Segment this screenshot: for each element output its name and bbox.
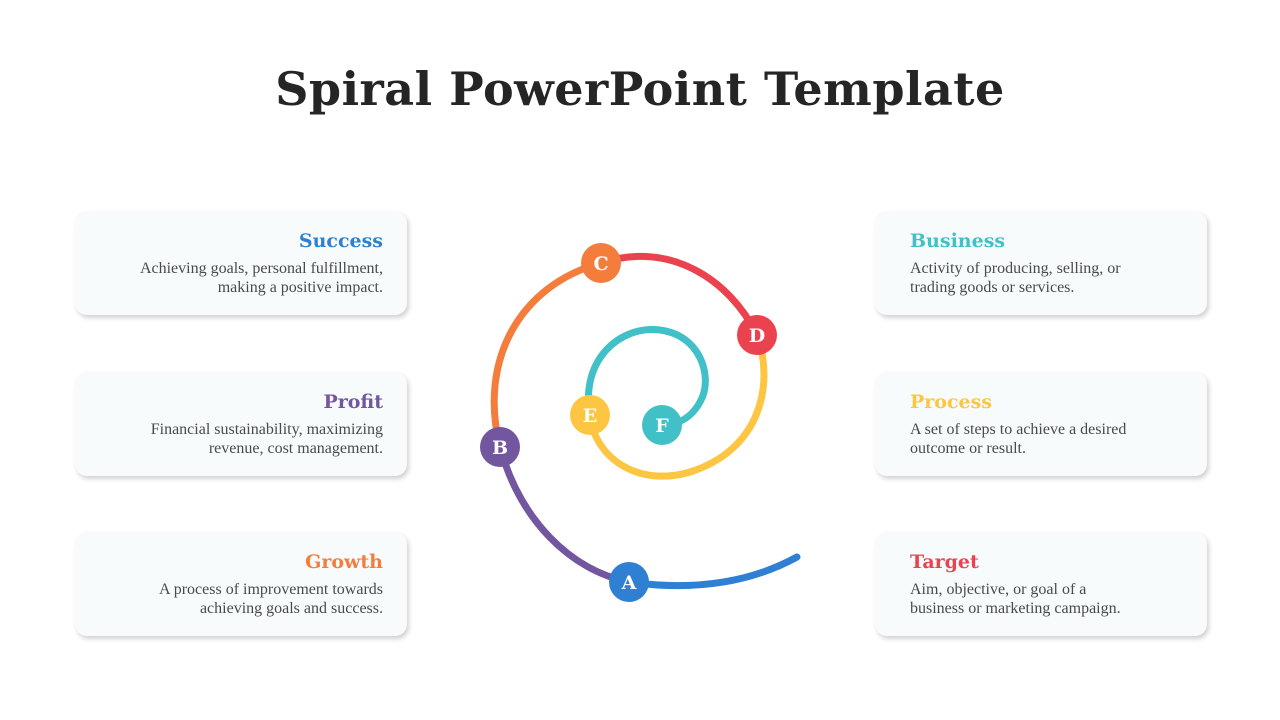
card-business-title: Business (910, 230, 1006, 252)
spiral-segment-yellow (586, 331, 768, 480)
card-growth-title: Growth (305, 551, 383, 573)
node-b-label: B (492, 437, 508, 459)
card-profit-title: Profit (323, 391, 383, 413)
spiral-segment-orange (490, 259, 605, 451)
card-growth: Growth A process of improvement towards … (75, 532, 407, 636)
card-growth-desc: A process of improvement towards achievi… (159, 581, 383, 617)
node-e: E (570, 395, 610, 435)
card-process-title: Process (910, 391, 993, 413)
spiral-segment-purple (496, 443, 633, 586)
card-profit: Profit Financial sustainability, maximiz… (75, 372, 407, 476)
node-a: A (609, 562, 649, 602)
node-d: D (737, 315, 777, 355)
node-c-label: C (593, 253, 608, 275)
node-f-label: F (655, 415, 669, 437)
card-success-title: Success (298, 230, 383, 252)
spiral-segment-blue (625, 553, 801, 590)
card-success-desc: Achieving goals, personal fulfillment, m… (139, 260, 383, 296)
spiral-segment-teal (585, 326, 709, 429)
card-success: Success Achieving goals, personal fulfil… (75, 211, 407, 315)
card-target-desc: Aim, objective, or goal of a business or… (910, 581, 1121, 617)
card-target: Target Aim, objective, or goal of a busi… (875, 532, 1207, 636)
node-d-label: D (749, 325, 765, 347)
spiral-segment-red (597, 252, 761, 339)
card-process: Process A set of steps to achieve a desi… (875, 372, 1207, 476)
card-profit-desc: Financial sustainability, maximizing rev… (150, 421, 383, 457)
page-title: Spiral PowerPoint Template (275, 62, 1005, 116)
node-a-label: A (621, 572, 637, 594)
card-business-desc: Activity of producing, selling, or tradi… (910, 260, 1121, 296)
card-process-desc: A set of steps to achieve a desired outc… (910, 421, 1127, 457)
node-f: F (642, 405, 682, 445)
node-e-label: E (583, 405, 597, 427)
node-c: C (581, 243, 621, 283)
card-business: Business Activity of producing, selling,… (875, 211, 1207, 315)
node-b: B (480, 427, 520, 467)
card-target-title: Target (910, 551, 979, 573)
